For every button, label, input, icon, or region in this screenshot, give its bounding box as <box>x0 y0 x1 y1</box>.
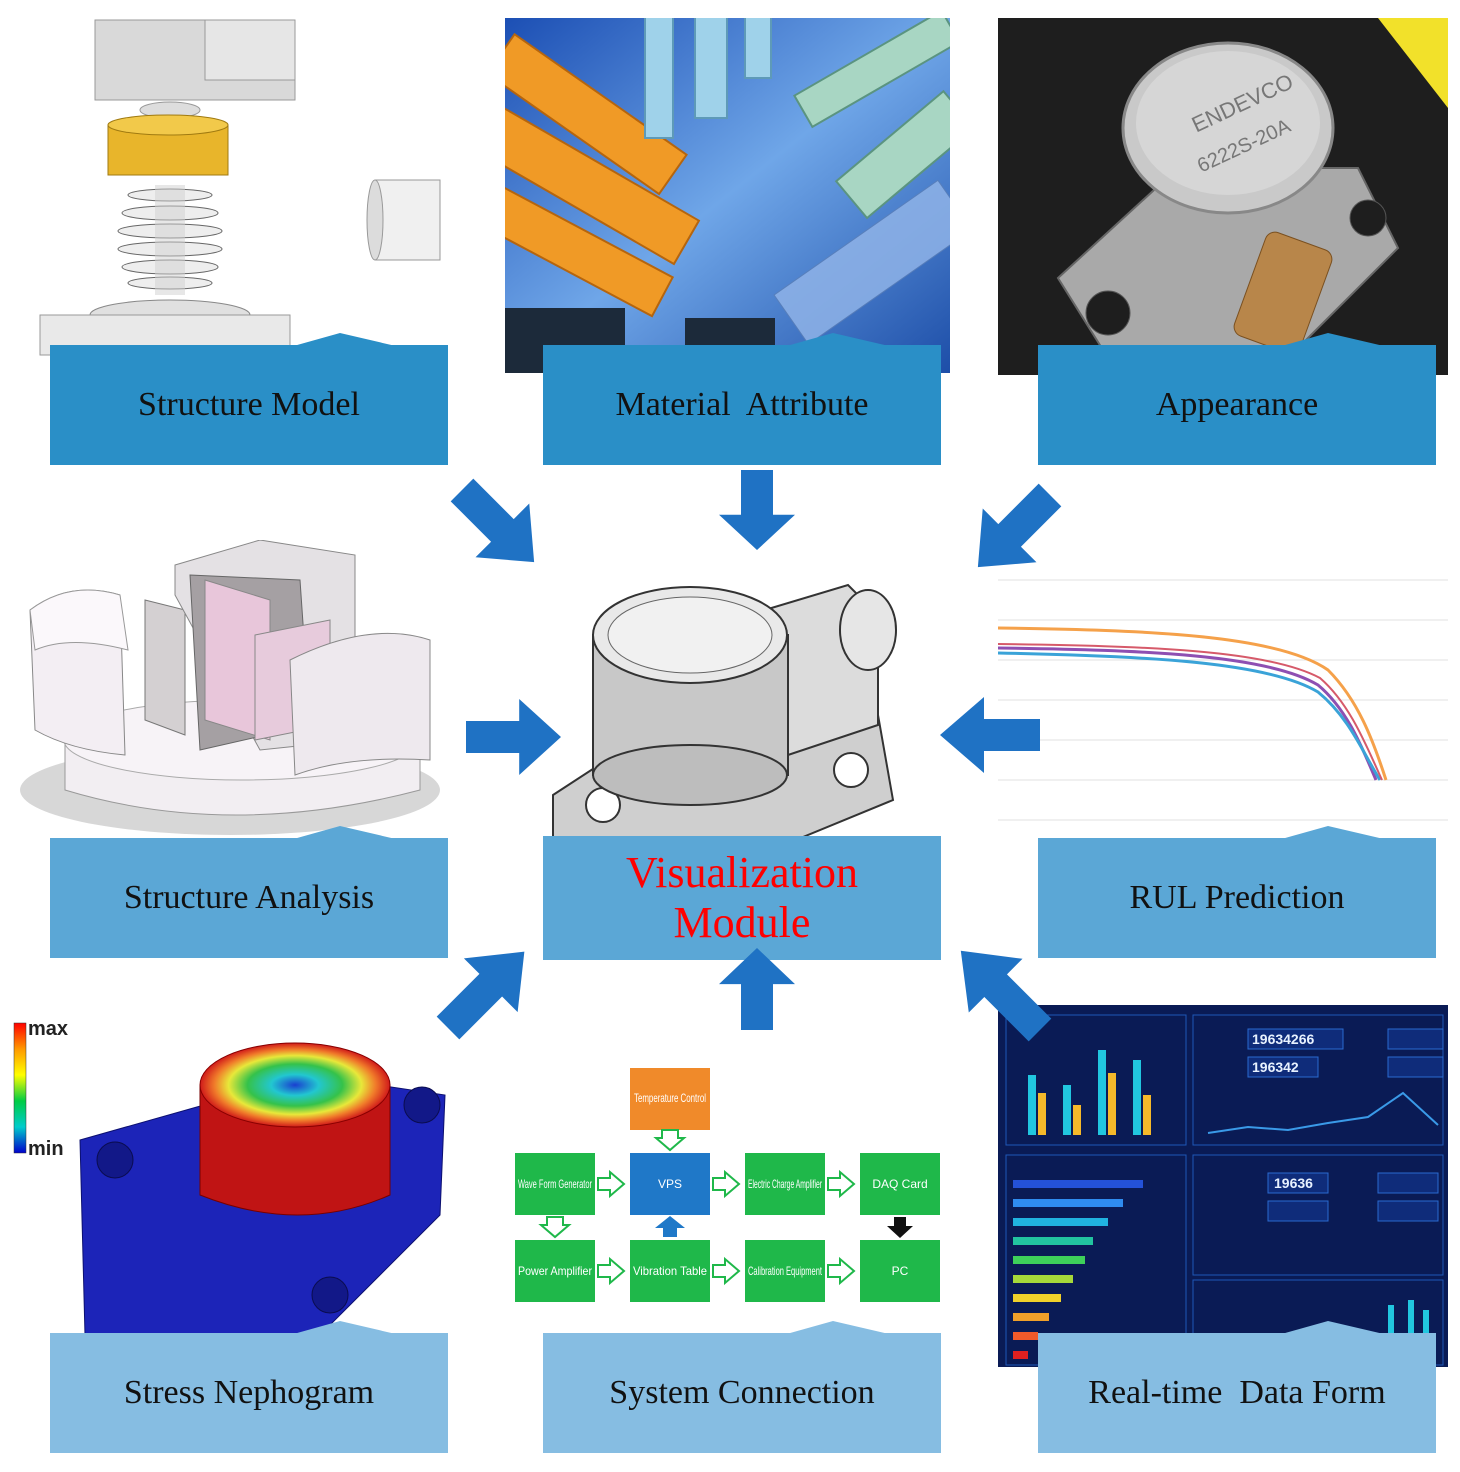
label-notch <box>1278 826 1388 840</box>
structure-model-label: Structure Model <box>50 333 448 465</box>
label-notch <box>1278 1321 1388 1335</box>
rul-prediction-chart <box>998 540 1448 840</box>
appearance-photo: ENDEVCO 6222S-20A <box>998 18 1448 375</box>
label-notch <box>783 333 893 347</box>
rul-prediction-text: RUL Prediction <box>1129 879 1345 916</box>
system-connection-text: System Connection <box>609 1374 875 1411</box>
center-title-line1: Visualization <box>626 848 858 897</box>
realtime-data-form-label: Real-time Data Form <box>1038 1321 1436 1453</box>
vps-text: VPS <box>658 1177 682 1191</box>
pc-text: PC <box>892 1264 909 1278</box>
label-notch <box>783 1321 893 1335</box>
material-attribute-label: Material Attribute <box>543 333 941 465</box>
arrow-material-attribute <box>719 470 795 550</box>
appearance-label: Appearance <box>1038 333 1436 465</box>
label-notch <box>1278 333 1388 347</box>
counter-c-text: 19636 <box>1274 1175 1313 1191</box>
structure-model-image <box>30 15 450 365</box>
counter-b-text: 196342 <box>1252 1059 1299 1075</box>
stress-nephogram-label: Stress Nephogram <box>50 1321 448 1453</box>
material-attribute-image <box>505 18 950 373</box>
arrow-structure-model <box>435 463 561 589</box>
realtime-data-form-text: Real-time Data Form <box>1088 1374 1386 1411</box>
label-notch <box>290 826 400 840</box>
structure-analysis-label: Structure Analysis <box>50 826 448 958</box>
structure-analysis-text: Structure Analysis <box>123 879 375 916</box>
stress-nephogram-text: Stress Nephogram <box>123 1374 375 1411</box>
wave-form-text: Wave Form Generator <box>518 1177 592 1191</box>
stress-nephogram-image: max min <box>10 1015 450 1335</box>
appearance-text: Appearance <box>1155 386 1319 423</box>
label-notch <box>290 1321 400 1335</box>
structure-model-text: Structure Model <box>138 386 360 423</box>
material-attribute-text: Material Attribute <box>615 386 869 423</box>
calibration-equipment-text: Calibration Equipment <box>748 1264 822 1278</box>
charge-amplifier-text: Electric Charge Amplifier <box>748 1177 822 1191</box>
vibration-table-text: Vibration Table <box>633 1264 707 1278</box>
realtime-dashboard-image: 19634266 196342 19636 <box>998 1005 1448 1367</box>
structure-analysis-image <box>10 540 450 840</box>
label-notch <box>290 333 400 347</box>
visualization-module-image <box>548 575 938 837</box>
temperature-control-text: Temperature Control <box>634 1091 706 1105</box>
system-connection-diagram: Temperature Control VPS Wave Form Genera… <box>510 1068 942 1308</box>
daq-card-text: DAQ Card <box>872 1177 927 1191</box>
legend-min-text: min <box>28 1138 64 1160</box>
legend-max-text: max <box>28 1018 68 1040</box>
power-amplifier-text: Power Amplifier <box>518 1264 592 1278</box>
visualization-module-label: Visualization Module <box>543 836 941 960</box>
arrow-structure-analysis <box>466 699 561 775</box>
arrow-system-connection <box>719 948 795 1030</box>
center-title-line2: Module <box>673 898 811 947</box>
system-connection-label: System Connection <box>543 1321 941 1453</box>
counter-a-text: 19634266 <box>1252 1031 1315 1047</box>
rul-prediction-label: RUL Prediction <box>1038 826 1436 958</box>
